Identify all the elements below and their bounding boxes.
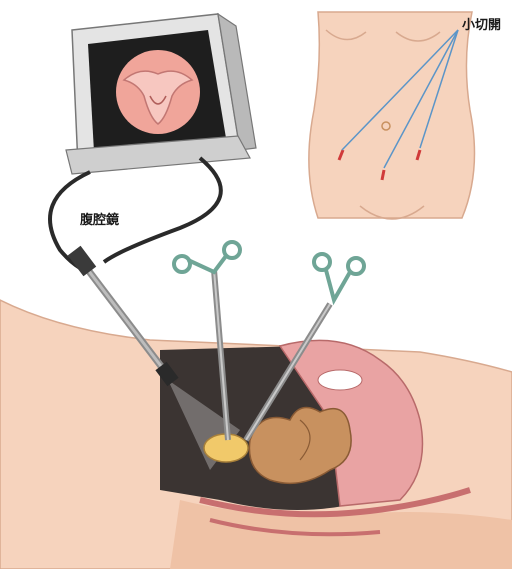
small-incision-label: 小切開 — [462, 18, 501, 33]
monitor — [66, 14, 256, 174]
torso-front-view — [309, 12, 475, 219]
laparoscope-label: 腹腔鏡 — [80, 212, 119, 228]
body-cross-section — [0, 300, 512, 569]
light-cable — [104, 158, 221, 262]
